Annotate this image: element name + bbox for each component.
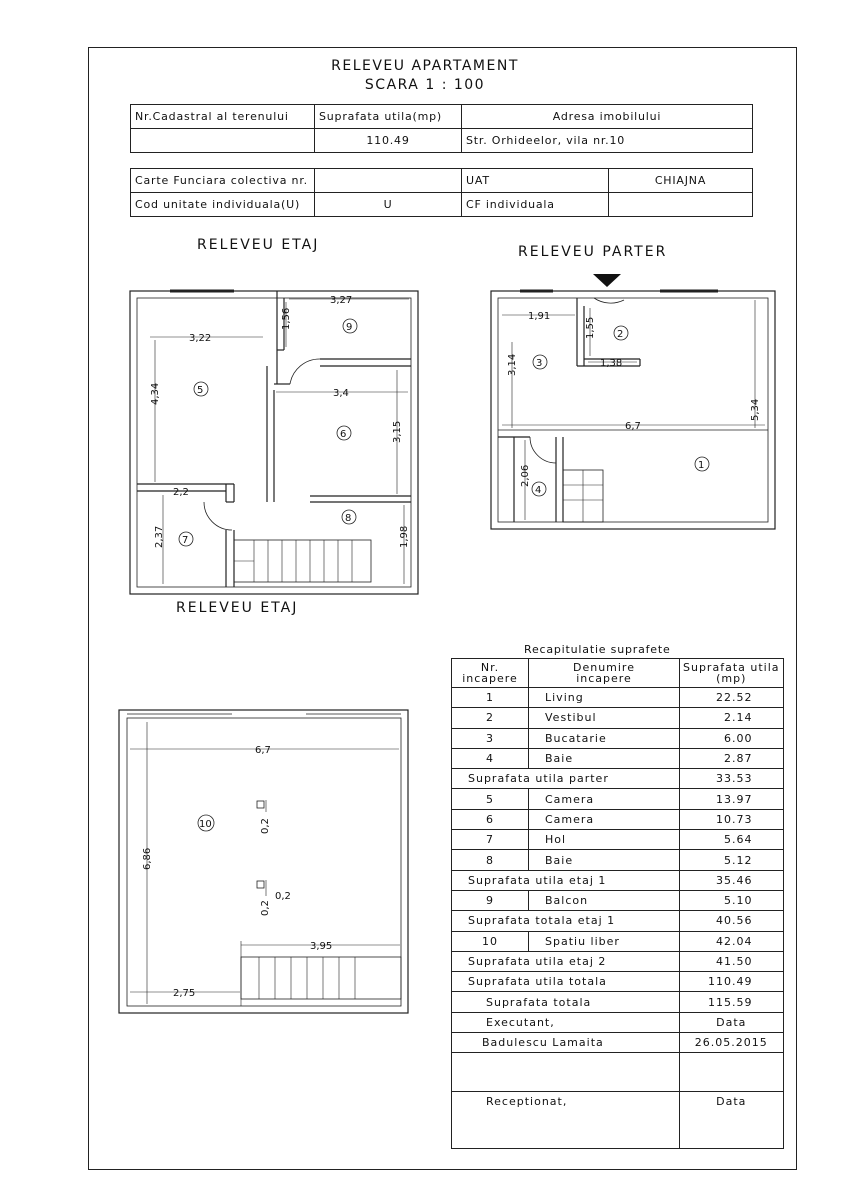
room-number: 1 <box>698 460 704 471</box>
header-area: Suprafata utila(mp) <box>679 658 784 688</box>
subtotal-row: Suprafata utila parter 33.53 <box>451 768 784 790</box>
dim-label: 6,86 <box>142 848 153 870</box>
dim-label: 0,2 <box>260 900 271 916</box>
registry-table: Carte Funciara colectiva nr. UAT CHIAJNA… <box>130 168 753 217</box>
dim-label: 1,55 <box>585 317 596 339</box>
dim-label: 1,38 <box>600 358 622 369</box>
room-number: 9 <box>346 322 352 333</box>
table-row: 2 Vestibul 2.14 <box>451 707 784 729</box>
table-row: 3 Bucatarie 6.00 <box>451 727 784 749</box>
room-number: 6 <box>340 429 346 440</box>
subtotal-row: Suprafata totala etaj 1 40.56 <box>451 910 784 932</box>
dim-label: 2,2 <box>173 487 189 498</box>
dim-label: 3,14 <box>507 354 518 376</box>
signature-row: Executant, Data <box>451 1011 784 1034</box>
dim-label: 6,7 <box>625 421 641 432</box>
dim-label: 1,91 <box>528 311 550 322</box>
dim-label: 2,75 <box>173 988 195 999</box>
cadastral-table: Nr.Cadastral al terenului Suprafata util… <box>130 104 753 153</box>
subtotal-row: Suprafata totala 115.59 <box>451 991 784 1013</box>
dim-label: 2,37 <box>154 526 165 548</box>
dim-label: 1,98 <box>399 526 410 548</box>
signature-row: Receptionat, Data <box>451 1091 784 1112</box>
table-row: 4 Baie 2.87 <box>451 747 784 770</box>
unit-code-label: Cod unitate individuala(U) <box>130 192 315 217</box>
room-number: 3 <box>536 358 542 369</box>
subtotal-row: Suprafata utila etaj 2 41.50 <box>451 950 784 973</box>
dim-label: 4,34 <box>150 383 161 405</box>
blank-row <box>451 1052 784 1093</box>
table-row: 10 Spatiu liber 42.04 <box>451 930 784 952</box>
room-number: 2 <box>617 329 623 340</box>
unit-code-value: U <box>314 192 462 217</box>
dim-label: 6,7 <box>255 745 271 756</box>
subtotal-row: Suprafata utila etaj 1 35.46 <box>451 869 784 891</box>
dim-label: 5,34 <box>750 399 761 421</box>
drawing-frame <box>88 47 797 1170</box>
scale-label: SCARA 1 : 100 <box>364 77 486 93</box>
dim-label: 0,2 <box>260 818 271 834</box>
subtotal-row: Suprafata utila totala 110.49 <box>451 971 784 993</box>
etaj-plan <box>129 289 419 595</box>
dim-label: 3,22 <box>189 333 211 344</box>
address-value: Str. Orhideelor, vila nr.10 <box>461 128 753 153</box>
parter-label: RELEVEU PARTER <box>518 244 668 260</box>
parter-plan <box>490 274 776 530</box>
room-number: 8 <box>345 513 351 524</box>
room-number: 10 <box>199 819 212 830</box>
blank-row <box>451 1111 784 1149</box>
dim-label: 3,95 <box>310 941 332 952</box>
land-book-label: Carte Funciara colectiva nr. <box>130 168 315 193</box>
cf-value <box>608 192 753 217</box>
dim-label: 3,4 <box>333 388 349 399</box>
signature-row: Badulescu Lamaita 26.05.2015 <box>451 1032 784 1054</box>
table-row: 8 Baie 5.12 <box>451 849 784 871</box>
table-row: 7 Hol 5.64 <box>451 829 784 851</box>
table-row: 9 Balcon 5.10 <box>451 889 784 912</box>
etaj2-plan <box>118 709 409 1014</box>
room-number: 7 <box>182 535 188 546</box>
header-nr: Nr.incapere <box>451 658 529 688</box>
dim-label: 3,27 <box>330 295 352 306</box>
table-row: 1 Living 22.52 <box>451 686 784 709</box>
etaj-bottom-label: RELEVEU ETAJ <box>176 600 299 616</box>
summary-caption: Recapitulatie suprafete <box>524 643 671 656</box>
uat-label: UAT <box>461 168 609 193</box>
useful-area-value: 110.49 <box>314 128 462 153</box>
table-row: 6 Camera 10.73 <box>451 808 784 831</box>
table-row: 5 Camera 13.97 <box>451 788 784 810</box>
page-title: RELEVEU APARTAMENT <box>331 58 519 74</box>
cf-label: CF individuala <box>461 192 609 217</box>
etaj-top-label: RELEVEU ETAJ <box>197 237 320 253</box>
dim-label: 2,06 <box>520 465 531 487</box>
room-number: 4 <box>535 485 541 496</box>
dim-label: 0,2 <box>275 891 291 902</box>
dim-label: 1,56 <box>281 308 292 330</box>
room-number: 5 <box>197 385 203 396</box>
dim-label: 3,15 <box>392 421 403 443</box>
cadastral-number-value <box>130 128 315 153</box>
